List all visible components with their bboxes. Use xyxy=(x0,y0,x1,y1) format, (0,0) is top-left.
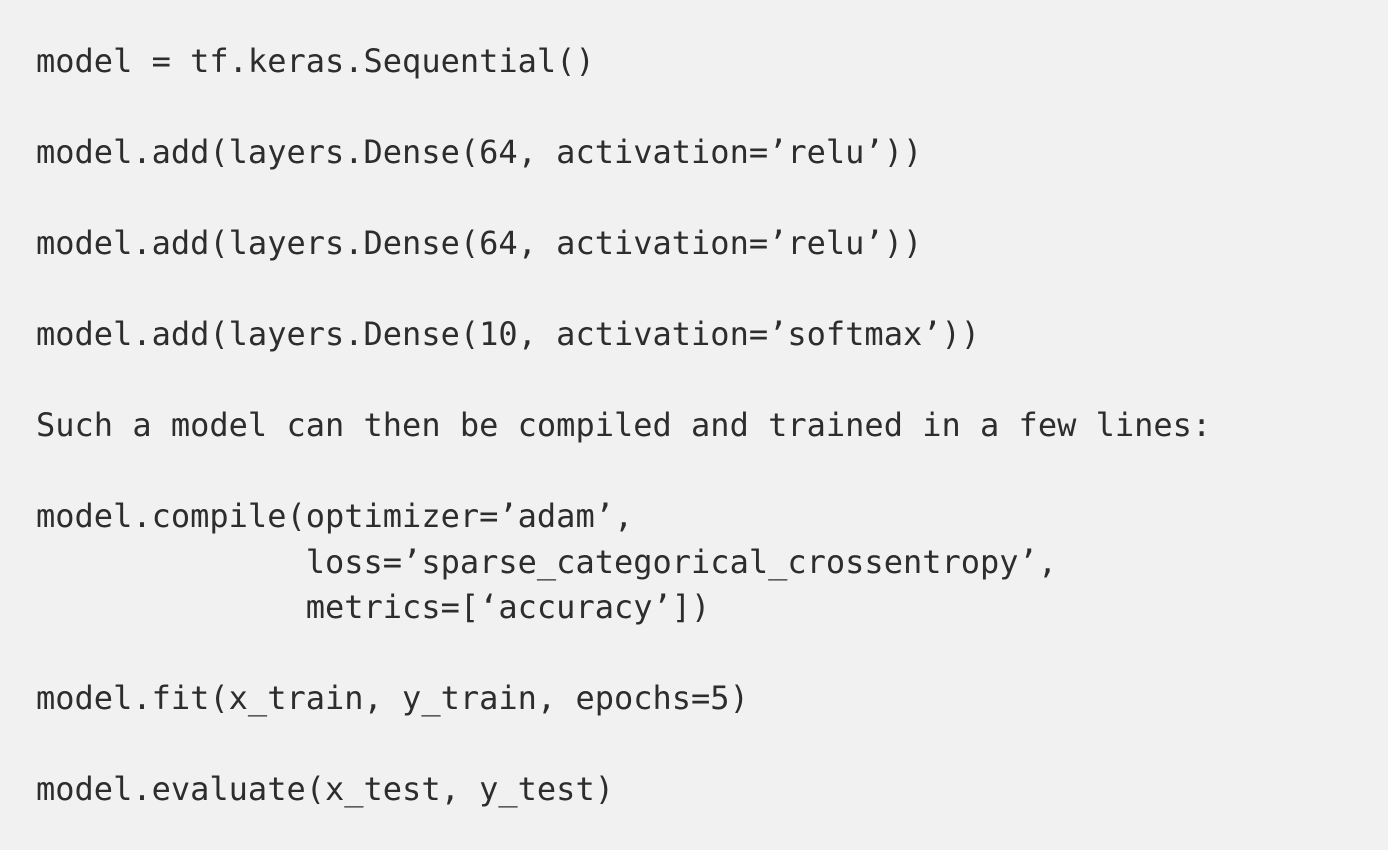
code-block[interactable]: model = tf.keras.Sequential() model.add(l… xyxy=(36,39,1388,813)
code-line: model.fit(x_train, y_train, epochs=5) xyxy=(36,679,749,717)
code-line: loss=’sparse_categorical_crossentropy’, xyxy=(36,542,1058,581)
code-line: model.evaluate(x_test, y_test) xyxy=(36,770,614,808)
code-blank-line xyxy=(36,176,1388,222)
code-blank-line xyxy=(36,358,1388,404)
code-line: metrics=[‘accuracy’]) xyxy=(36,588,711,626)
code-line: model.add(layers.Dense(10, activation=’s… xyxy=(36,315,981,353)
code-line: model = tf.keras.Sequential() xyxy=(36,42,595,80)
code-blank-line xyxy=(36,449,1388,495)
code-blank-line xyxy=(36,722,1388,768)
code-line: model.add(layers.Dense(64, activation=’r… xyxy=(36,133,923,171)
code-line: model.compile(optimizer=’adam’, xyxy=(36,497,634,535)
code-blank-line xyxy=(36,85,1388,131)
code-blank-line xyxy=(36,631,1388,677)
code-line: model.add(layers.Dense(64, activation=’r… xyxy=(36,224,923,262)
prose-line: Such a model can then be compiled and tr… xyxy=(36,406,1212,444)
code-blank-line xyxy=(36,267,1388,313)
